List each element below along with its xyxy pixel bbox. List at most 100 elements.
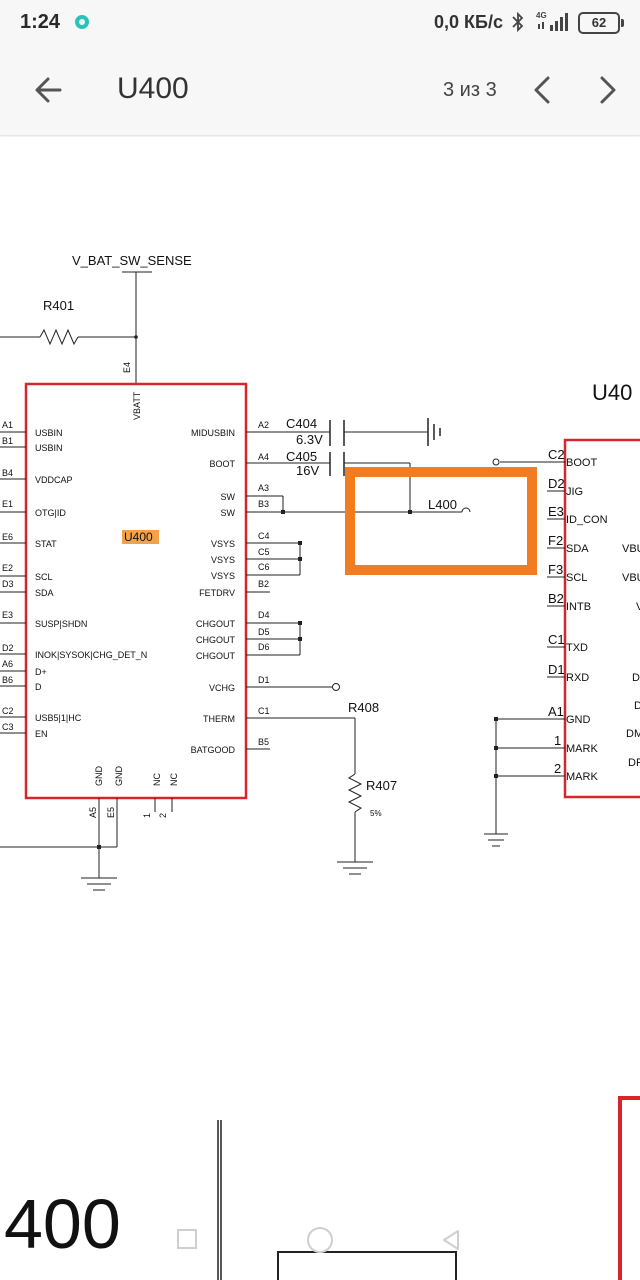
- svg-text:STAT: STAT: [35, 539, 57, 549]
- svg-text:CHGOUT: CHGOUT: [196, 651, 235, 661]
- svg-text:MARK: MARK: [566, 743, 598, 755]
- capacitor-c405-value: 16V: [296, 463, 319, 478]
- bottom-component-label: 400: [4, 1185, 121, 1263]
- svg-text:D: D: [35, 682, 42, 692]
- svg-text:GND: GND: [114, 766, 124, 787]
- back-triangle-icon[interactable]: [440, 1228, 462, 1252]
- u40-chip-title: U40: [592, 380, 632, 405]
- svg-text:JIG: JIG: [566, 486, 583, 498]
- svg-text:E2: E2: [2, 563, 13, 573]
- svg-text:DF: DF: [628, 757, 640, 769]
- svg-text:BOOT: BOOT: [209, 459, 235, 469]
- svg-text:C1: C1: [548, 632, 565, 647]
- svg-text:INTB: INTB: [566, 601, 591, 613]
- svg-text:A6: A6: [2, 659, 13, 669]
- search-result-counter: 3 из 3: [443, 79, 497, 101]
- lower-chip-outline: [618, 1096, 640, 1280]
- network-type: 4G: [536, 11, 547, 20]
- resistor-r401: [39, 328, 79, 346]
- svg-text:B5: B5: [258, 737, 269, 747]
- svg-text:D: D: [632, 672, 640, 684]
- svg-text:A3: A3: [258, 483, 269, 493]
- svg-text:VBU: VBU: [622, 543, 640, 555]
- resistor-r408-label: R408: [348, 700, 379, 715]
- svg-text:1: 1: [142, 813, 152, 818]
- svg-text:CHGOUT: CHGOUT: [196, 619, 235, 629]
- home-circle-icon[interactable]: [304, 1224, 336, 1256]
- svg-text:A4: A4: [258, 452, 269, 462]
- svg-text:1: 1: [554, 733, 561, 748]
- svg-text:SW: SW: [221, 508, 236, 518]
- u400-chip-label-bg: [122, 530, 159, 544]
- resistor-r407-tolerance: 5%: [370, 809, 382, 818]
- svg-text:USBIN: USBIN: [35, 443, 63, 453]
- svg-text:F3: F3: [548, 562, 563, 577]
- svg-text:C4: C4: [258, 531, 270, 541]
- app-notification-icon: [75, 15, 89, 29]
- chevron-right-icon[interactable]: [590, 70, 624, 110]
- svg-text:E5: E5: [106, 807, 116, 818]
- resistor-r407: [347, 773, 363, 813]
- svg-text:D1: D1: [548, 662, 565, 677]
- vbatt-pin: E4: [122, 362, 132, 373]
- svg-text:VSYS: VSYS: [211, 555, 235, 565]
- status-time: 1:24: [20, 11, 61, 33]
- svg-text:A1: A1: [548, 704, 564, 719]
- battery-icon: 62: [578, 12, 624, 34]
- svg-text:C5: C5: [258, 547, 270, 557]
- svg-text:INOK|SYSOK|CHG_DET_N: INOK|SYSOK|CHG_DET_N: [35, 650, 147, 660]
- svg-text:EN: EN: [35, 729, 48, 739]
- recents-square-icon[interactable]: [176, 1228, 198, 1250]
- svg-text:C2: C2: [2, 706, 14, 716]
- svg-text:D6: D6: [258, 642, 270, 652]
- svg-text:C1: C1: [258, 706, 270, 716]
- svg-text:ID_CON: ID_CON: [566, 514, 608, 526]
- signal-icon: 4G: [536, 11, 568, 31]
- svg-text:E3: E3: [2, 610, 13, 620]
- svg-text:D5: D5: [258, 627, 270, 637]
- svg-text:A1: A1: [2, 420, 13, 430]
- status-bar: 1:24 0,0 КБ/с 4G 62: [0, 0, 640, 44]
- bottom-pins: GND GND NC NC A5 E5 1 2: [0, 766, 179, 891]
- svg-text:DM: DM: [626, 728, 640, 740]
- svg-text:THERM: THERM: [203, 714, 235, 724]
- svg-text:A2: A2: [258, 420, 269, 430]
- svg-text:VCHG: VCHG: [209, 683, 235, 693]
- svg-text:C3: C3: [2, 722, 14, 732]
- svg-text:BATGOOD: BATGOOD: [191, 745, 236, 755]
- inductor-l400-label: L400: [428, 497, 457, 512]
- svg-text:MIDUSBIN: MIDUSBIN: [191, 428, 235, 438]
- u400-chip-label: U400: [124, 530, 153, 544]
- svg-text:USBIN: USBIN: [35, 428, 63, 438]
- page-title: U400: [117, 72, 189, 105]
- capacitor-c404-value: 6.3V: [296, 432, 323, 447]
- u400-chip-outline: [24, 382, 248, 800]
- svg-text:C2: C2: [548, 447, 565, 462]
- chevron-left-icon[interactable]: [526, 70, 560, 110]
- bluetooth-icon: [512, 11, 524, 33]
- svg-text:D2: D2: [2, 643, 14, 653]
- system-navigation-bar: [0, 1206, 640, 1280]
- lower-component-box: [277, 1251, 457, 1280]
- svg-text:TXD: TXD: [566, 642, 588, 654]
- svg-text:CHGOUT: CHGOUT: [196, 635, 235, 645]
- svg-text:GND: GND: [94, 766, 104, 787]
- svg-text:C6: C6: [258, 562, 270, 572]
- svg-text:SDA: SDA: [35, 588, 54, 598]
- svg-text:RXD: RXD: [566, 672, 589, 684]
- svg-text:OTG|ID: OTG|ID: [35, 508, 66, 518]
- app-bar: U400 3 из 3: [0, 44, 640, 136]
- svg-text:SCL: SCL: [35, 572, 53, 582]
- capacitor-c405-label: C405: [286, 449, 317, 464]
- svg-text:VSYS: VSYS: [211, 571, 235, 581]
- svg-text:A5: A5: [88, 807, 98, 818]
- svg-text:SDA: SDA: [566, 543, 589, 555]
- u40-chip-outline: [563, 438, 640, 799]
- svg-text:MARK: MARK: [566, 771, 598, 783]
- svg-text:2: 2: [158, 813, 168, 818]
- back-arrow-icon[interactable]: [26, 68, 70, 112]
- svg-text:D3: D3: [2, 579, 14, 589]
